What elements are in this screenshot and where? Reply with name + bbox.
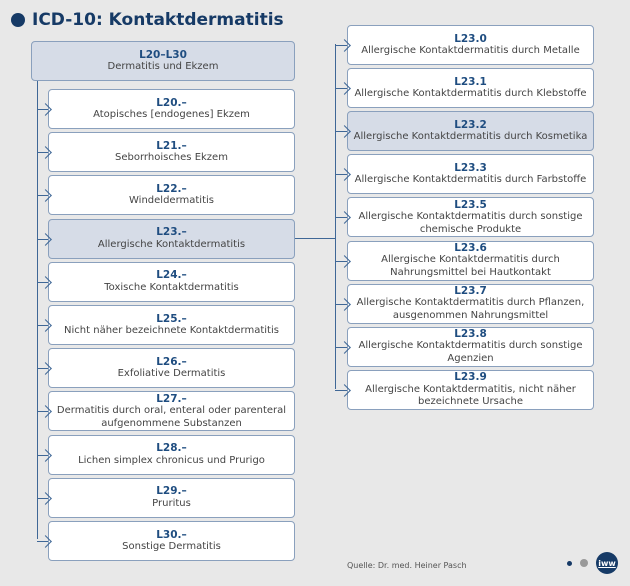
node-label: Allergische Kontaktdermatitis, nicht näh… [365, 383, 576, 408]
node-label: Nicht näher bezeichnete Kontaktdermatiti… [64, 325, 279, 336]
node-l23: L23.–Allergische Kontaktdermatitis [48, 218, 295, 259]
iww-logo: iww [596, 552, 618, 574]
bullet-icon [11, 13, 25, 27]
node-label: Sonstige Dermatitis [122, 541, 221, 552]
arrow-line [37, 411, 48, 413]
node-label: Toxische Kontaktdermatitis [104, 281, 239, 293]
arrow-line [335, 174, 347, 176]
arrow-line [37, 152, 48, 154]
node-label: Allergische Kontaktdermatitis durch sons… [358, 211, 583, 235]
root-node: L20–L30 Dermatitis und Ekzem [31, 41, 295, 81]
node-label: Windeldermatitis [129, 195, 214, 207]
node-code: L23.– [156, 226, 187, 239]
node-code: L30.– [156, 528, 187, 541]
arrow-line [37, 497, 48, 499]
arrow-line [335, 303, 347, 305]
node-code: L23.6 [454, 241, 487, 254]
node-l28: L28.–Lichen simplex chronicus und Prurig… [48, 434, 295, 475]
node-label: Allergische Kontaktdermatitis durch Kosm… [353, 131, 588, 143]
arrow-line [37, 454, 48, 456]
node-code: L28.– [156, 442, 187, 455]
arrow-line [335, 217, 347, 219]
source-note: Quelle: Dr. med. Heiner Pasch [347, 561, 467, 570]
node-label: Allergische Kontaktdermatitis durch sons… [358, 340, 583, 364]
node-code: L23.0 [454, 32, 487, 45]
node-code: L23.8 [454, 327, 487, 340]
page-dot[interactable] [580, 559, 588, 567]
node-label: Pruritus [152, 497, 191, 509]
arrow-line [335, 260, 347, 262]
node-l21: L21.–Seborrhoisches Ekzem [48, 132, 295, 173]
node-l29: L29.–Pruritus [48, 477, 295, 518]
node-code: L22.– [156, 182, 187, 195]
node-label: Lichen simplex chronicus und Prurigo [78, 454, 265, 466]
right-connector [335, 44, 336, 389]
node-code: L23.2 [454, 118, 487, 131]
node-code: L23.9 [454, 371, 487, 384]
node-code: L29.– [156, 485, 187, 498]
node-l22: L22.–Windeldermatitis [48, 175, 295, 216]
arrow-line [335, 389, 347, 391]
node-l20: L20.–Atopisches [endogenes] Ekzem [48, 89, 295, 129]
node-l27: L27.–Dermatitis durch oral, enteral oder… [48, 391, 295, 432]
node-label: Allergische Kontaktdermatitis durch Kleb… [354, 88, 587, 100]
node-label: Dermatitis und Ekzem [107, 61, 219, 72]
node-code: L23.5 [454, 198, 487, 211]
node-code: L20–L30 [139, 48, 187, 61]
arrow-line [37, 195, 48, 197]
node-label: Atopisches [endogenes] Ekzem [93, 109, 250, 120]
page-title: ICD-10: Kontaktdermatitis [11, 10, 284, 30]
arrow-line [37, 368, 48, 370]
arrow-line [37, 109, 48, 110]
node-label: Allergische Kontaktdermatitis durch Nahr… [381, 254, 560, 278]
node-label: Allergische Kontaktdermatitis durch Meta… [361, 45, 580, 56]
node-code: L24.– [156, 269, 187, 282]
node-label: Allergische Kontaktdermatitis [97, 238, 246, 250]
node-label: Allergische Kontaktdermatitis durch Pfla… [356, 297, 585, 321]
node-code: L27.– [156, 392, 187, 405]
node-l26: L26.–Exfoliative Dermatitis [48, 348, 295, 389]
arrow-line [37, 238, 48, 240]
node-code: L25.– [156, 312, 187, 325]
node-code: L23.3 [454, 161, 487, 174]
node-l30: L30.–Sonstige Dermatitis [48, 521, 295, 561]
branch-connector [295, 238, 335, 239]
left-connector [37, 81, 38, 539]
arrow-line [335, 131, 347, 133]
node-code: L21.– [156, 139, 187, 152]
node-label: Exfoliative Dermatitis [117, 368, 226, 380]
node-l25: L25.–Nicht näher bezeichnete Kontaktderm… [48, 305, 295, 345]
node-label: Dermatitis durch oral, enteral oder pare… [56, 405, 287, 429]
arrow-line [335, 346, 347, 348]
page-dot-active[interactable] [567, 561, 572, 566]
title-text: ICD-10: Kontaktdermatitis [32, 10, 284, 30]
node-label: Allergische Kontaktdermatitis durch Farb… [354, 174, 587, 186]
arrow-line [335, 45, 347, 46]
arrow-line [335, 88, 347, 90]
arrow-line [37, 281, 48, 283]
node-l24: L24.–Toxische Kontaktdermatitis [48, 261, 295, 302]
node-code: L26.– [156, 355, 187, 368]
node-label: Seborrhoisches Ekzem [115, 152, 228, 164]
node-code: L23.1 [454, 75, 487, 88]
arrow-line [37, 325, 48, 326]
node-code: L20.– [156, 96, 187, 109]
arrow-line [37, 541, 48, 542]
node-code: L23.7 [454, 284, 487, 297]
